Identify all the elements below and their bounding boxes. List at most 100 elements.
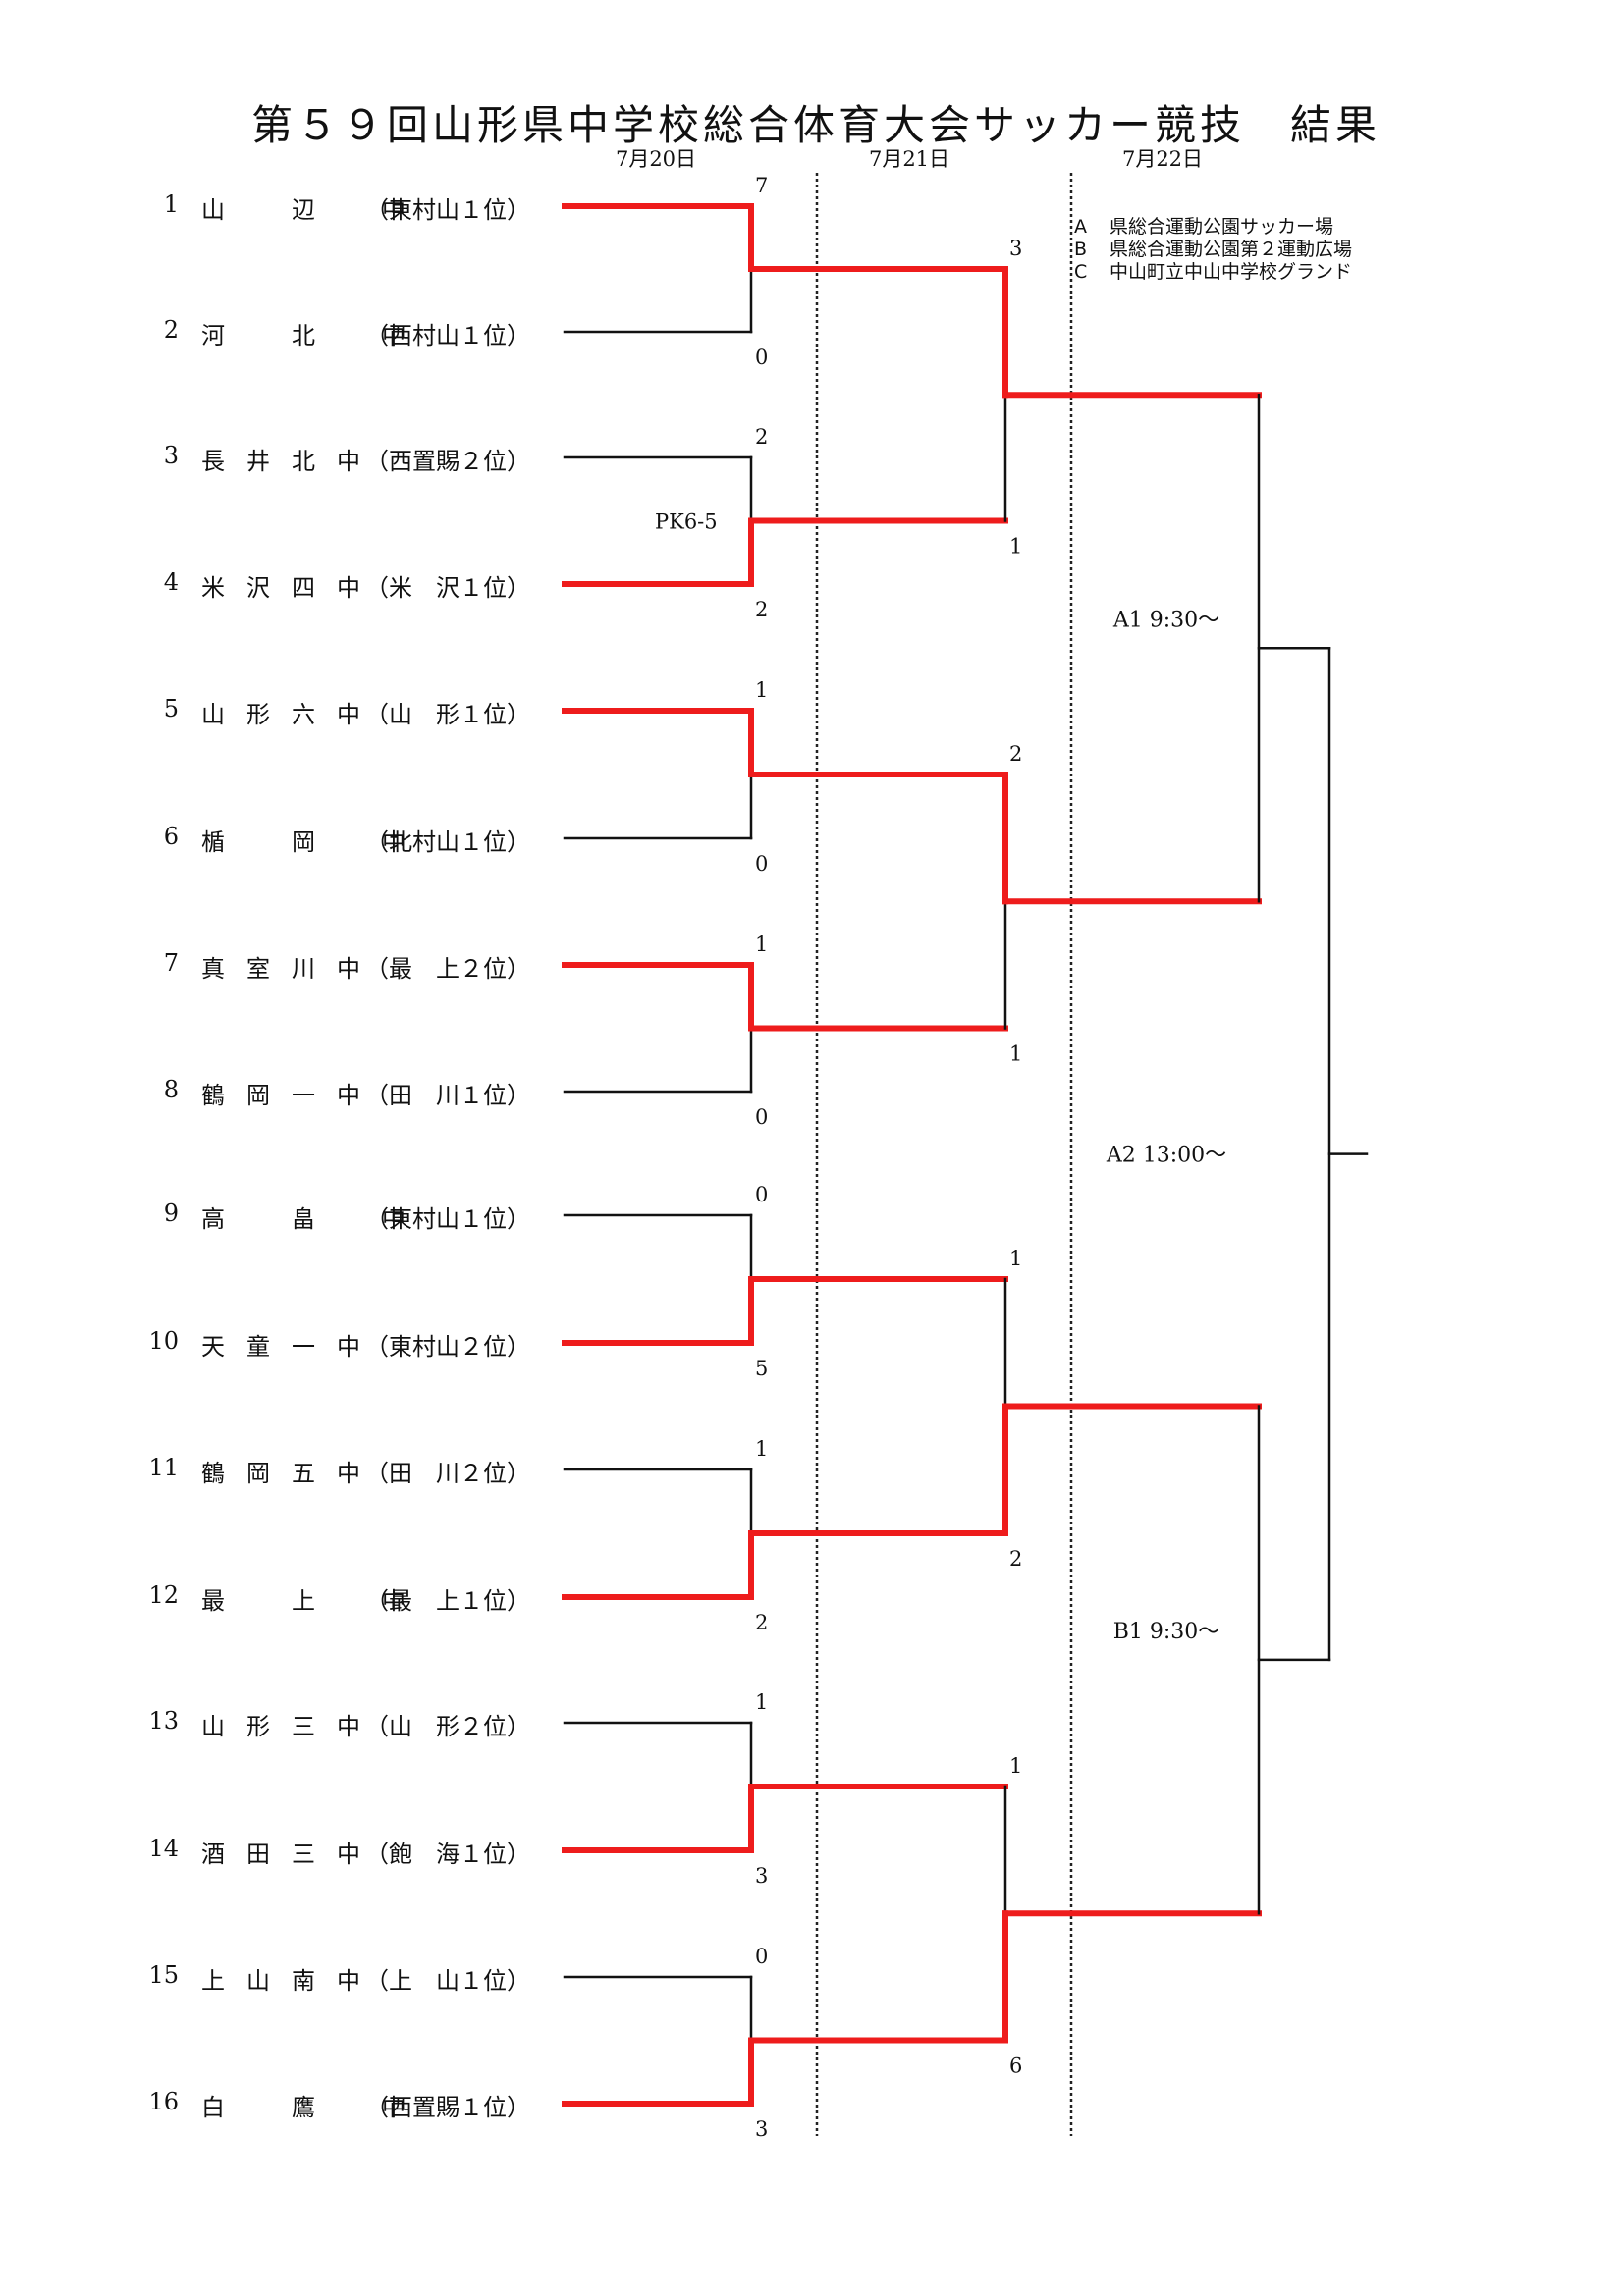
team-name: 高 畠 中 [201, 1205, 406, 1233]
venue-code: B [1074, 239, 1088, 260]
team-seed: 10 [148, 1327, 179, 1355]
pk-note: PK6-5 [655, 510, 718, 534]
team-seed: 2 [163, 316, 179, 344]
team-row: 12 最 上 中（最 上１位） [139, 1581, 571, 1615]
team-qualification: （東村山２位） [365, 1333, 530, 1361]
team-row: 15 上山南中（上 山１位） [139, 1961, 571, 1995]
venue-code: C [1074, 261, 1088, 283]
match-schedule: B1 9:30～ [1113, 1620, 1220, 1644]
team-qualification: （田 川１位） [365, 1082, 530, 1109]
team-qualification: （西村山１位） [365, 322, 530, 349]
team-seed: 11 [148, 1454, 179, 1481]
team-name: 天童一中 [201, 1333, 360, 1361]
date-round1: 7月20日 [615, 147, 697, 171]
team-seed: 6 [163, 823, 179, 850]
date-round3: 7月22日 [1121, 147, 1204, 171]
team-name: 山形六中 [201, 701, 360, 728]
team-name: 河 北 中 [201, 322, 406, 349]
team-row: 3 長井北中（西置賜２位） [139, 442, 571, 475]
team-row: 9 高 畠 中（東村山１位） [139, 1200, 571, 1233]
team-row: 14 酒田三中（飽 海１位） [139, 1835, 571, 1868]
match-score: 1 [755, 933, 768, 956]
team-name: 長井北中 [201, 448, 360, 475]
team-seed: 12 [148, 1581, 179, 1609]
match-score: 1 [1009, 1042, 1022, 1066]
venue-legend: A 県総合運動公園サッカー場 B 県総合運動公園第２運動広場 C 中山町立中山中学校グ… [1074, 216, 1352, 284]
venue-code: A [1074, 216, 1087, 238]
team-qualification: （田 川２位） [365, 1460, 530, 1487]
match-score: 0 [755, 1105, 768, 1129]
team-name: 白 鷹 中 [201, 2094, 406, 2121]
venue-name: 中山町立中山中学校グランド [1110, 261, 1353, 283]
match-score: 3 [755, 1864, 768, 1888]
team-qualification: （山 形１位） [365, 701, 530, 728]
team-seed: 16 [148, 2088, 179, 2115]
team-seed: 4 [163, 568, 179, 596]
match-score: 0 [755, 852, 768, 876]
team-qualification: （飽 海１位） [365, 1841, 530, 1868]
match-score: 2 [755, 598, 768, 621]
match-score: 6 [1009, 2055, 1022, 2078]
team-qualification: （西置賜１位） [365, 2094, 530, 2121]
match-score: 2 [755, 425, 768, 449]
team-seed: 1 [163, 190, 179, 218]
team-seed: 14 [148, 1835, 179, 1862]
venue-name: 県総合運動公園サッカー場 [1110, 216, 1334, 238]
team-seed: 8 [163, 1076, 179, 1103]
team-row: 6 楯 岡 中（北村山１位） [139, 823, 571, 856]
team-qualification: （西置賜２位） [365, 448, 530, 475]
team-name: 真室川中 [201, 955, 360, 983]
team-seed: 5 [163, 695, 179, 722]
team-name: 山形三中 [201, 1713, 360, 1740]
team-qualification: （東村山１位） [365, 1205, 530, 1233]
match-score: 1 [1009, 535, 1022, 559]
venue-name: 県総合運動公園第２運動広場 [1110, 239, 1353, 260]
team-row: 5 山形六中（山 形１位） [139, 695, 571, 728]
team-name: 鶴岡五中 [201, 1460, 360, 1487]
final-schedule: A2 13:00～ [1106, 1144, 1226, 1168]
match-score: 2 [1009, 1547, 1022, 1571]
match-score: 0 [755, 346, 768, 369]
team-name: 楯 岡 中 [201, 828, 406, 856]
match-score: 2 [755, 1611, 768, 1634]
venue-row: A 県総合運動公園サッカー場 [1074, 216, 1352, 239]
match-score: 1 [1009, 1754, 1022, 1778]
team-row: 10 天童一中（東村山２位） [139, 1327, 571, 1361]
team-name: 最 上 中 [201, 1587, 406, 1615]
team-qualification: （東村山１位） [365, 196, 530, 224]
team-qualification: （米 沢１位） [365, 574, 530, 602]
team-qualification: （最 上１位） [365, 1587, 530, 1615]
page-title: 第５９回山形県中学校総合体育大会サッカー競技 結果 [251, 101, 1381, 149]
team-row: 11 鶴岡五中（田 川２位） [139, 1454, 571, 1487]
team-name: 酒田三中 [201, 1841, 360, 1868]
team-qualification: （最 上２位） [365, 955, 530, 983]
match-score: 1 [755, 678, 768, 702]
team-seed: 9 [163, 1200, 179, 1227]
match-score: 1 [755, 1690, 768, 1714]
match-score: 7 [755, 174, 768, 197]
team-qualification: （北村山１位） [365, 828, 530, 856]
team-seed: 3 [163, 442, 179, 469]
match-score: 3 [1009, 237, 1022, 260]
team-name: 山 辺 中 [201, 196, 406, 224]
match-schedule: A1 9:30～ [1112, 608, 1219, 632]
venue-row: B 県総合運動公園第２運動広場 [1074, 239, 1352, 261]
match-score: 5 [755, 1357, 768, 1380]
match-score: 3 [755, 2117, 768, 2141]
team-seed: 15 [148, 1961, 179, 1989]
team-seed: 13 [148, 1707, 179, 1735]
match-score: 2 [1009, 742, 1022, 766]
team-row: 8 鶴岡一中（田 川１位） [139, 1076, 571, 1109]
team-name: 上山南中 [201, 1967, 360, 1995]
team-qualification: （上 山１位） [365, 1967, 530, 1995]
team-row: 16 白 鷹 中（西置賜１位） [139, 2088, 571, 2121]
match-score: 0 [755, 1183, 768, 1206]
venue-row: C 中山町立中山中学校グランド [1074, 261, 1352, 284]
team-name: 鶴岡一中 [201, 1082, 360, 1109]
date-round2: 7月21日 [868, 147, 950, 171]
